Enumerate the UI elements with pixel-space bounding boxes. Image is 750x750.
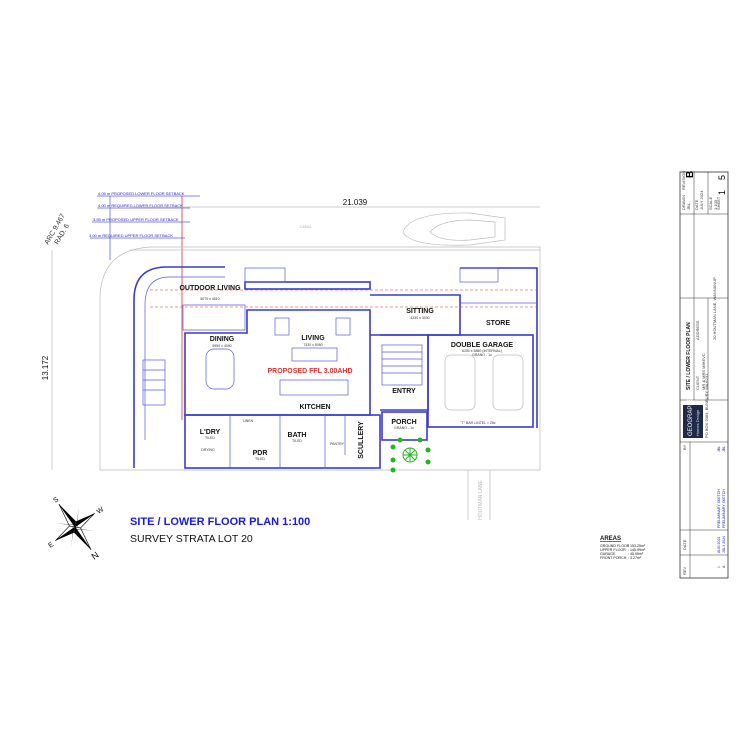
svg-text:4330 x 3030: 4330 x 3030 [410,316,429,320]
compass-rose-icon: N S E W [47,496,106,562]
svg-text:JBL: JBL [717,446,721,452]
svg-text:AUG 2024: AUG 2024 [717,537,721,553]
svg-text:SHEET: SHEET [716,196,721,210]
room-sitting: SITTING [406,308,434,315]
room-kitchen: KITCHEN [299,404,330,411]
svg-text:5950 x 4090: 5950 x 4090 [212,344,231,348]
svg-text:JBL: JBL [686,202,691,210]
svg-text:1:100: 1:100 [713,199,718,210]
svg-text:TILED: TILED [205,436,215,440]
svg-text:FRONT PORCH: FRONT PORCH [600,556,627,560]
svg-text:7330 x 5050: 7330 x 5050 [303,343,322,347]
svg-text:TILED: TILED [255,457,265,461]
room-laundry: L'DRY [200,429,221,436]
company-logo [683,405,703,438]
room-bath: BATH [288,432,307,439]
room-store: STORE [486,320,510,327]
boat-icon [402,212,506,246]
room-entry: ENTRY [392,388,416,395]
svg-text:DRAWN: DRAWN [681,195,686,210]
canal-label: CANAL [300,225,312,229]
svg-text:JBL: JBL [722,446,726,452]
room-porch: PORCH [391,419,416,426]
svg-text:6250 x 5880 (INTERNAL): 6250 x 5880 (INTERNAL) [462,349,502,353]
svg-text:PRELIMINARY SKETCH: PRELIMINARY SKETCH [722,489,726,528]
svg-text:6070 x 4510: 6070 x 4510 [200,297,219,301]
garden-tree-icon [390,437,431,473]
setback-notes: 4.05 m PROPOSED LOWER FLOOR SETBACK 4.00… [89,191,200,420]
setback-note: 4.00 m REQUIRED LOWER FLOOR SETBACK [98,203,183,208]
site-boundary [99,246,541,471]
sheet-number: 1 [717,190,727,195]
svg-text:: 153.25m²: : 153.25m² [628,544,646,548]
client-name: MR & MRS MIHEVC [701,353,706,390]
room-dining: DINING [210,336,235,343]
svg-text:S: S [52,496,60,505]
plan-subtitle: SURVEY STRATA LOT 20 [130,533,253,545]
svg-text:BY: BY [682,444,687,450]
room-living: LIVING [301,335,325,342]
address: 20 HOUTMAN LANE, WANNANUP [712,277,717,340]
sheet-title: SITE / LOWER FLOOR PLAN [686,322,692,390]
svg-text:GRANO - 1c: GRANO - 1c [394,426,414,430]
svg-text:REVISION: REVISION [681,171,686,190]
room-linen: LINEN [243,419,254,423]
room-labels: OUTDOOR LIVING 6070 x 4510 DINING 5950 x… [179,285,513,461]
setback-note: 3.55 m PROPOSED UPPER FLOOR SETBACK [93,217,179,222]
room-scullery: SCULLERY [358,421,365,459]
setback-note: 3.00 m REQUIRED UPPER FLOOR SETBACK [89,233,173,238]
svg-text:SCALE: SCALE [708,197,713,210]
setback-note: 4.05 m PROPOSED LOWER FLOOR SETBACK [98,191,185,196]
revision-list: 1 AUG 2024 PRELIMINARY SKETCH JBL A JULY… [717,446,726,568]
svg-text:JULY 2024: JULY 2024 [699,190,704,210]
areas-table: AREAS GROUND FLOOR: 153.25m² UPPER FLOOR… [600,536,646,560]
svg-text:PO BOX 2083, BUNBURY WA 6231: PO BOX 2083, BUNBURY WA 6231 [704,373,709,438]
svg-text:UPPER FLOOR: UPPER FLOOR [600,548,626,552]
svg-text:: 145.99m²: : 145.99m² [628,548,646,552]
svg-text:DATE: DATE [682,539,687,550]
sheet-total: 5 [717,175,727,180]
svg-text:N: N [90,550,101,562]
svg-text:W: W [96,506,106,516]
room-drying: DRYING [201,448,215,452]
svg-text:A: A [722,565,726,568]
lintel-note: "T" BAR LINTEL = 28c [460,421,495,425]
svg-text:DATE: DATE [694,199,699,210]
svg-text:AREAS: AREAS [600,536,621,542]
svg-text:CLIENT: CLIENT [695,375,700,390]
svg-text:GARAGE: GARAGE [600,552,616,556]
title-block: GEOGRAPHE Homes Design PO BOX 2083, BUNB… [679,171,729,579]
svg-text:GRANO - 1c: GRANO - 1c [472,353,492,357]
svg-text:ADDRESS: ADDRESS [695,320,700,340]
svg-text:1: 1 [717,566,721,568]
svg-text:JULY 2024: JULY 2024 [722,536,726,553]
revision-letter: B [685,171,696,178]
plan-title: SITE / LOWER FLOOR PLAN 1:100 [130,516,310,528]
svg-text:GEOGRAPHE: GEOGRAPHE [688,397,694,436]
room-double-garage: DOUBLE GARAGE [451,342,514,349]
svg-text:TILED: TILED [292,439,302,443]
svg-text:: 3.27m²: : 3.27m² [628,556,642,560]
svg-text:GROUND FLOOR: GROUND FLOOR [600,544,630,548]
building-walls [133,266,540,469]
lane-label: HOUTMAN LANE [478,479,484,519]
svg-text:Homes Design: Homes Design [695,410,700,436]
proposed-ffl: PROPOSED FFL 3.00AHD [267,368,352,375]
svg-text:: 45.95m²: : 45.95m² [628,552,644,556]
svg-text:REV: REV [682,566,687,575]
room-pdr: PDR [253,450,268,457]
room-outdoor-living: OUTDOOR LIVING [179,285,241,292]
svg-text:E: E [47,541,55,550]
room-pantry: PANTRY [330,442,345,446]
svg-text:PRELIMINARY SKETCH: PRELIMINARY SKETCH [717,489,721,528]
overall-width-dimension: 21.039 [343,198,368,207]
overall-depth-dimension: 13.172 [41,355,50,380]
